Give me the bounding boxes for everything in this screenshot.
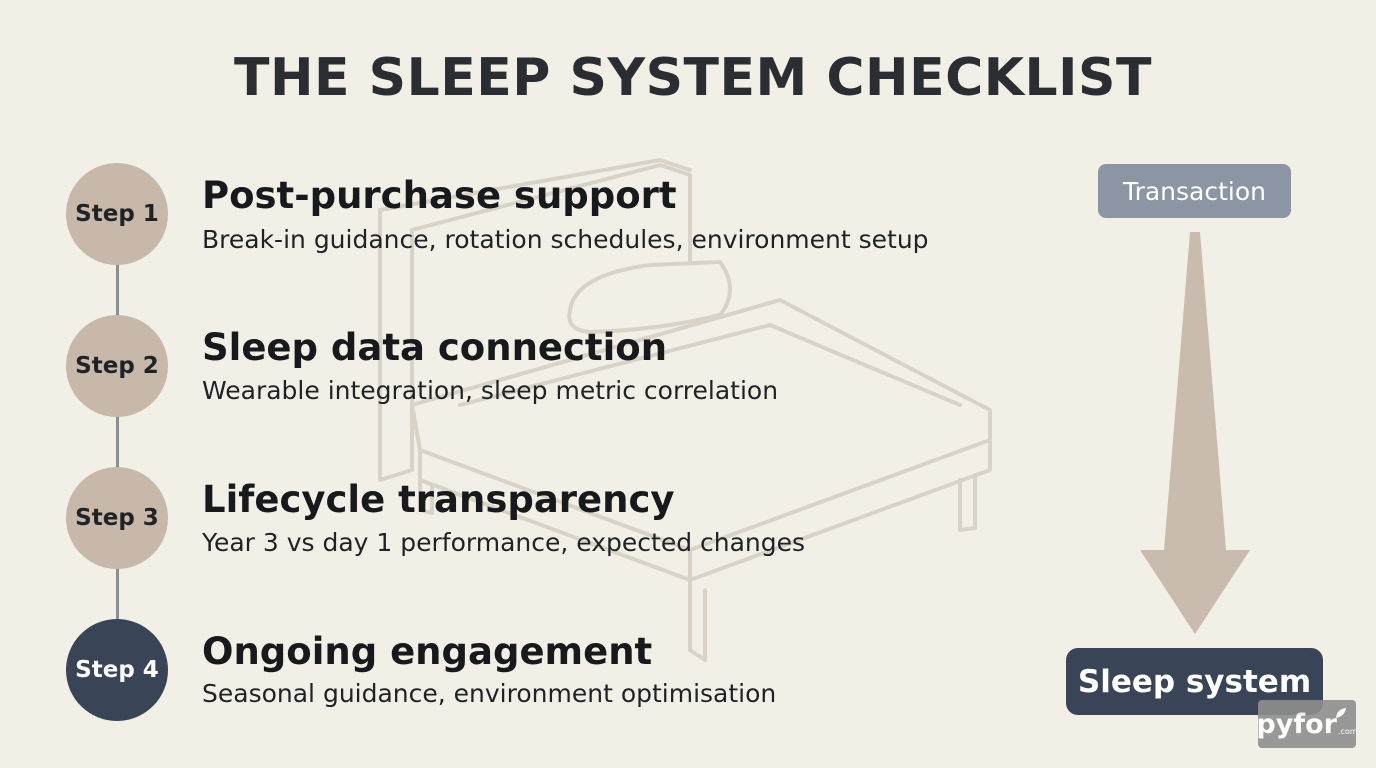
step-connector (116, 264, 119, 322)
step-4-badge: Step 4 (66, 619, 168, 721)
step-1-badge: Step 1 (66, 163, 168, 265)
bed-outline-icon (378, 158, 992, 662)
step-3-description: Year 3 vs day 1 performance, expected ch… (202, 528, 806, 557)
leaf-icon (1336, 708, 1346, 718)
step-2-heading: Sleep data connection (202, 326, 668, 369)
down-arrow-icon (1140, 232, 1250, 634)
step-3-badge: Step 3 (66, 467, 168, 569)
step-2-badge: Step 2 (66, 315, 168, 417)
step-4-description: Seasonal guidance, environment optimisat… (202, 679, 777, 708)
transaction-box: Transaction (1098, 164, 1291, 218)
pyfor-logo: pyfor .com (1256, 700, 1358, 748)
step-1-description: Break-in guidance, rotation schedules, e… (202, 225, 929, 254)
step-1-heading: Post-purchase support (202, 174, 677, 217)
step-connector (116, 416, 119, 474)
step-4-heading: Ongoing engagement (202, 630, 653, 673)
logo-suffix: .com (1337, 726, 1358, 736)
step-connector (116, 568, 119, 626)
logo-brand: pyfor (1256, 708, 1337, 740)
page-title: THE SLEEP SYSTEM CHECKLIST (234, 48, 1152, 108)
step-3-heading: Lifecycle transparency (202, 478, 675, 521)
step-2-description: Wearable integration, sleep metric corre… (202, 376, 779, 405)
